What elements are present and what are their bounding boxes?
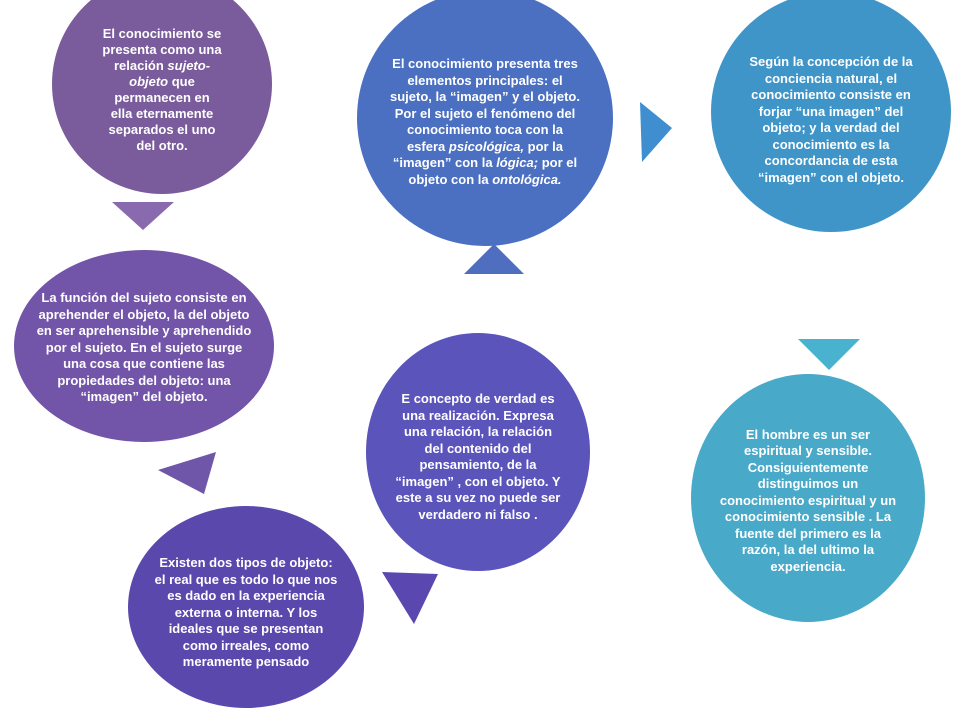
node-text-emphasis: psicológica, bbox=[448, 138, 525, 154]
node-text-part: que permanecen en ella eternamente separ… bbox=[108, 74, 216, 153]
node-relacion-sujeto-objeto: El conocimiento se presenta como una rel… bbox=[52, 0, 272, 194]
node-text-part: El conocimiento presenta tres elementos … bbox=[390, 56, 580, 154]
arrow-up-icon bbox=[464, 244, 524, 274]
node-conciencia-natural: Según la concepción de la conciencia nat… bbox=[711, 0, 951, 232]
node-tres-elementos: El conocimiento presenta tres elementos … bbox=[357, 0, 613, 246]
node-text: Existen dos tipos de objeto: el real que… bbox=[154, 555, 338, 670]
arrow-down-right-icon bbox=[382, 572, 438, 624]
node-text-part: El conocimiento se presenta como una rel… bbox=[102, 26, 222, 73]
node-funcion-sujeto: La función del sujeto consiste en aprehe… bbox=[14, 250, 274, 442]
node-tipos-objeto: Existen dos tipos de objeto: el real que… bbox=[128, 506, 364, 708]
node-text: El conocimiento se presenta como una rel… bbox=[102, 26, 222, 154]
node-text-emphasis: ontológica. bbox=[492, 171, 562, 187]
arrow-down-icon bbox=[798, 339, 860, 370]
arrow-down-icon bbox=[112, 202, 174, 230]
node-text: E concepto de verdad es una realización.… bbox=[395, 391, 561, 522]
node-text-emphasis: sujeto- objeto bbox=[129, 58, 211, 89]
node-concepto-verdad: E concepto de verdad es una realización.… bbox=[366, 333, 590, 571]
node-text: La función del sujeto consiste en aprehe… bbox=[36, 290, 252, 405]
node-text: El hombre es un ser espiritual y sensibl… bbox=[719, 426, 897, 574]
node-text-part: por el objeto con la bbox=[408, 155, 578, 187]
arrow-left-icon bbox=[158, 452, 216, 494]
node-text-emphasis: lógica; bbox=[496, 155, 539, 170]
node-text: Según la concepción de la conciencia nat… bbox=[749, 54, 913, 185]
node-hombre-espiritual: El hombre es un ser espiritual y sensibl… bbox=[691, 374, 925, 622]
arrow-right-icon bbox=[640, 102, 672, 162]
node-text: El conocimiento presenta tres elementos … bbox=[389, 56, 581, 188]
node-text-part: por la “imagen” con la bbox=[392, 138, 564, 171]
